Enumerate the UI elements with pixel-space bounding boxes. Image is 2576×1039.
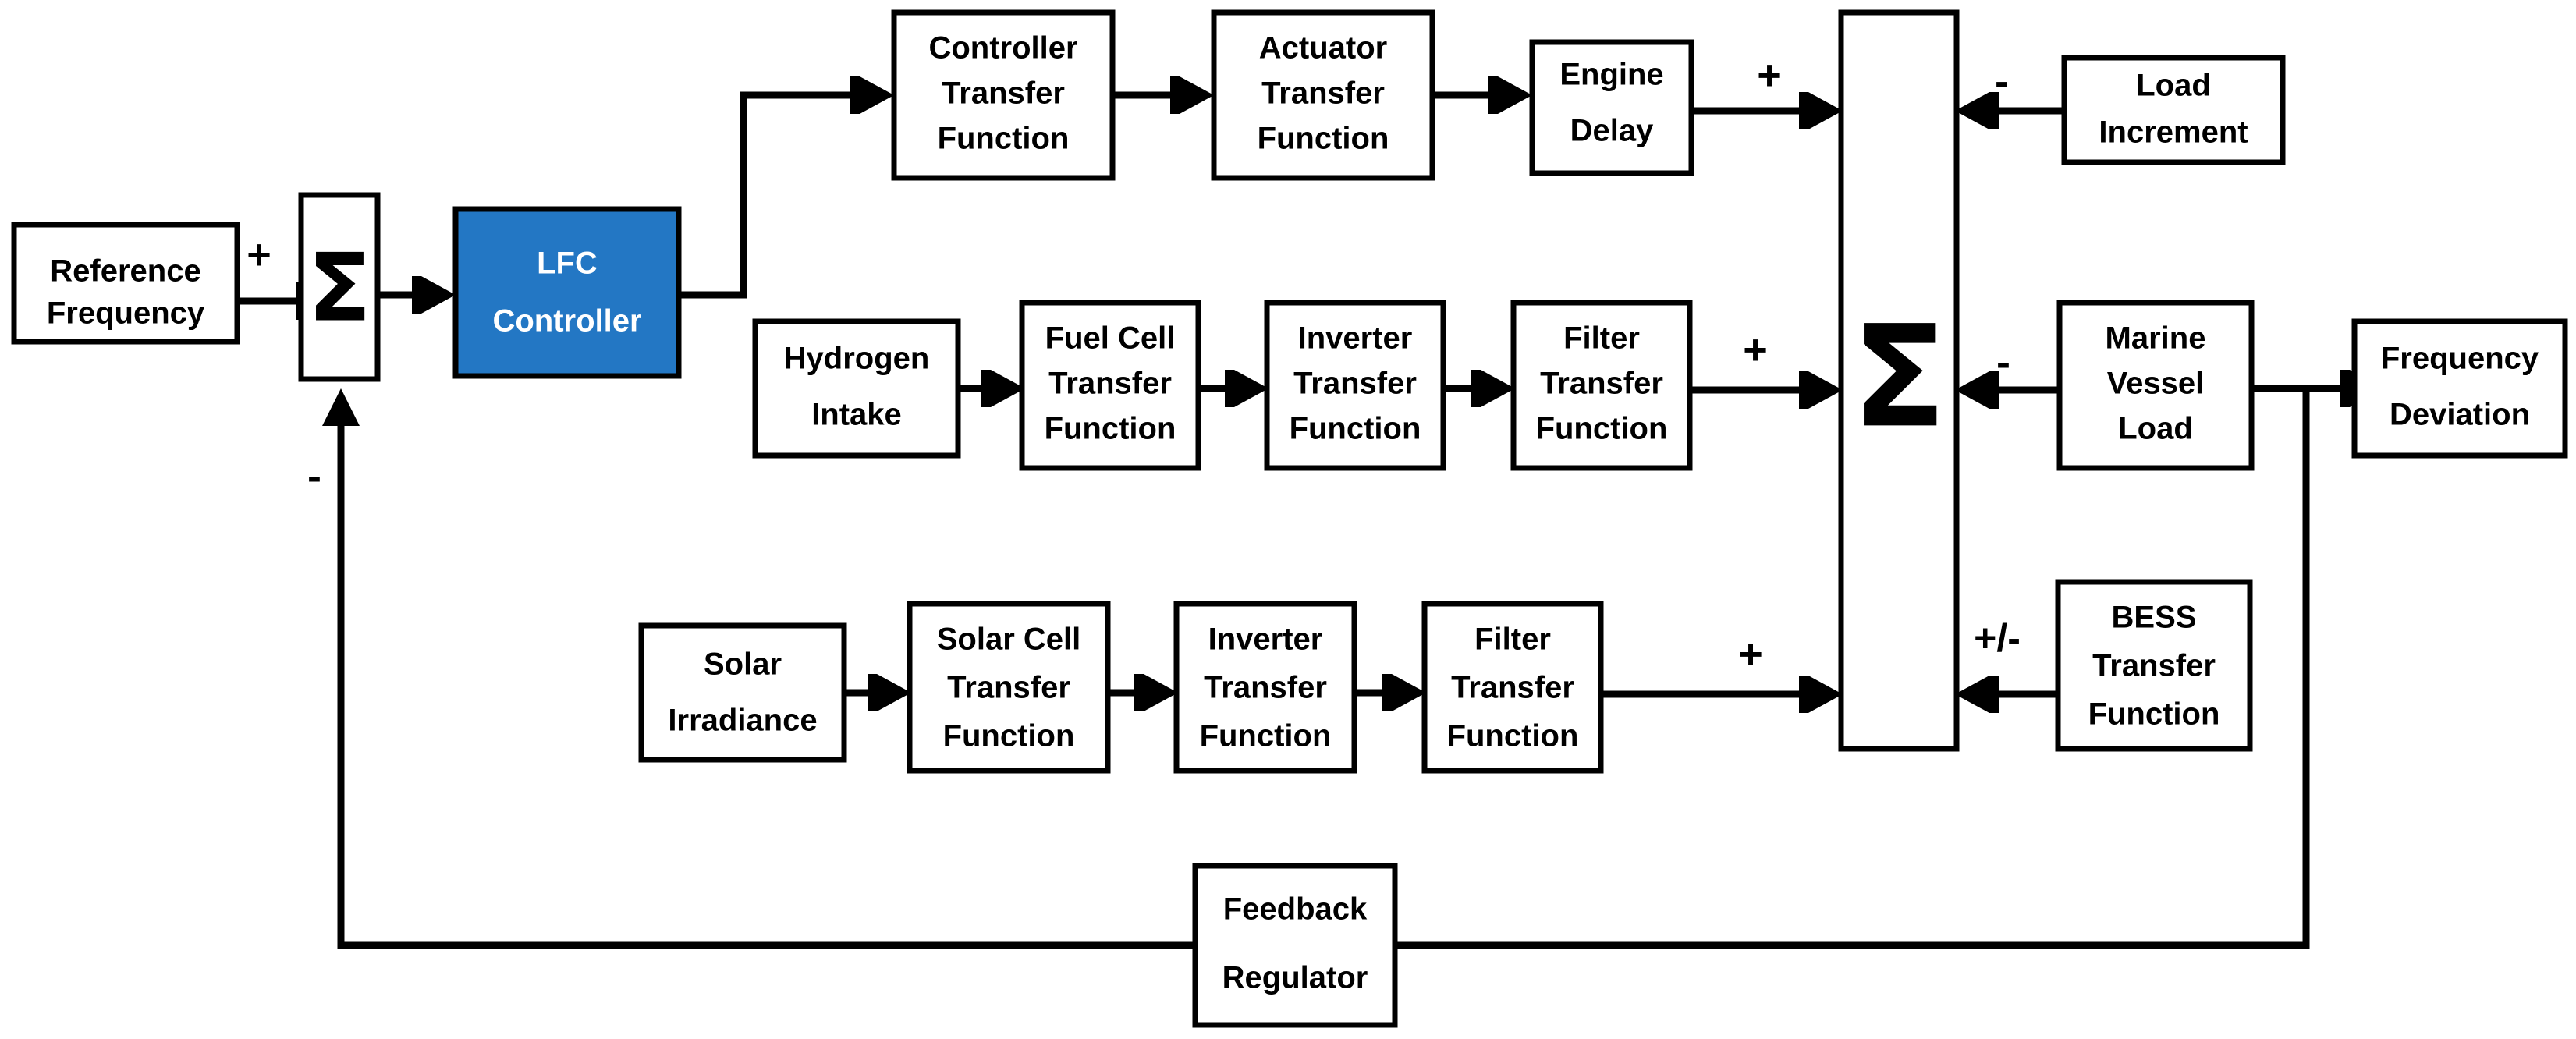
load-increment-label-line1: Load bbox=[2136, 69, 2211, 103]
block-actuator-transfer-function: Actuator Transfer Function bbox=[1211, 9, 1435, 181]
solar-cell-tf-label-line2: Transfer bbox=[947, 671, 1070, 705]
wire-marine-vessel-to-main-sum bbox=[1955, 371, 2061, 409]
filter-tf-bot-label-line1: Filter bbox=[1474, 622, 1551, 657]
wire-bess-to-main-sum bbox=[1955, 676, 2060, 713]
left-summation-sigma: Σ bbox=[307, 235, 371, 343]
block-hydrogen-intake: Hydrogen Intake bbox=[752, 318, 961, 459]
block-marine-vessel-load: Marine Vessel Load bbox=[2056, 300, 2255, 471]
bess-tf-label-line3: Function bbox=[2088, 697, 2220, 732]
inverter-tf-bot-label-line1: Inverter bbox=[1208, 622, 1323, 657]
filter-tf-mid-label-line1: Filter bbox=[1563, 321, 1640, 356]
reference-frequency-label-line1: Reference bbox=[50, 254, 200, 289]
engine-delay-label-line2: Delay bbox=[1570, 114, 1654, 148]
block-left-summation: Σ bbox=[298, 192, 381, 382]
wire-lfc-to-controller-tf bbox=[679, 76, 894, 299]
wire-engine-delay-to-main-sum bbox=[1691, 92, 1843, 129]
block-load-increment: Load Increment bbox=[2061, 55, 2286, 165]
wire-filter-mid-to-main-sum bbox=[1690, 371, 1843, 409]
solar-irradiance-label-line2: Irradiance bbox=[668, 704, 817, 738]
fuel-cell-tf-label-line2: Transfer bbox=[1048, 367, 1172, 401]
inverter-tf-mid-label-line1: Inverter bbox=[1298, 321, 1413, 356]
sign-reference-plus: + bbox=[247, 231, 271, 278]
filter-tf-bot-label-line3: Function bbox=[1447, 719, 1579, 754]
solar-cell-tf-label-line3: Function bbox=[943, 719, 1075, 754]
block-engine-delay: Engine Delay bbox=[1529, 39, 1694, 176]
block-main-summation: Σ bbox=[1838, 9, 1960, 752]
fuel-cell-tf-label-line1: Fuel Cell bbox=[1045, 321, 1176, 356]
reference-frequency-label-line2: Frequency bbox=[47, 296, 205, 331]
filter-tf-mid-label-line2: Transfer bbox=[1540, 367, 1663, 401]
wire-inverter-to-filter-bot bbox=[1354, 674, 1426, 711]
block-solar-cell-transfer-function: Solar Cell Transfer Function bbox=[907, 601, 1111, 774]
main-summation-sigma: Σ bbox=[1851, 296, 1947, 459]
block-controller-transfer-function: Controller Transfer Function bbox=[891, 9, 1116, 181]
marine-vessel-load-label-line3: Load bbox=[2118, 412, 2193, 446]
block-inverter-transfer-function-mid: Inverter Transfer Function bbox=[1264, 300, 1446, 471]
engine-delay-label-line1: Engine bbox=[1559, 58, 1663, 92]
block-fuel-cell-transfer-function: Fuel Cell Transfer Function bbox=[1019, 300, 1201, 471]
inverter-tf-mid-label-line3: Function bbox=[1290, 412, 1421, 446]
sign-feedback-minus: - bbox=[307, 452, 321, 499]
feedback-regulator-label-line1: Feedback bbox=[1223, 892, 1368, 927]
fuel-cell-tf-label-line3: Function bbox=[1045, 412, 1176, 446]
sign-marine-vessel-minus: - bbox=[1996, 339, 2010, 385]
load-increment-label-line2: Increment bbox=[2099, 115, 2248, 150]
wire-fuelcell-to-inverter-mid bbox=[1198, 370, 1268, 407]
controller-tf-label-line2: Transfer bbox=[942, 76, 1065, 111]
block-frequency-deviation: Frequency Deviation bbox=[2351, 318, 2568, 459]
sign-filter-bot-plus: + bbox=[1738, 630, 1763, 677]
lfc-controller-label-line1: LFC bbox=[537, 246, 598, 281]
hydrogen-intake-label-line2: Intake bbox=[811, 398, 902, 432]
inverter-tf-bot-label-line2: Transfer bbox=[1204, 671, 1327, 705]
wire-solarcell-to-inverter-bot bbox=[1108, 674, 1178, 711]
solar-irradiance-label-line1: Solar bbox=[704, 647, 782, 682]
solar-cell-tf-label-line1: Solar Cell bbox=[937, 622, 1081, 657]
feedback-regulator-label-line2: Regulator bbox=[1222, 961, 1368, 995]
block-inverter-transfer-function-bot: Inverter Transfer Function bbox=[1173, 601, 1357, 774]
hydrogen-intake-label-line1: Hydrogen bbox=[784, 342, 930, 376]
block-reference-frequency: Reference Frequency bbox=[11, 222, 240, 345]
wire-load-increment-to-main-sum bbox=[1955, 92, 2064, 129]
lfc-controller-label-line2: Controller bbox=[492, 304, 641, 339]
marine-vessel-load-label-line1: Marine bbox=[2106, 321, 2206, 356]
actuator-tf-label-line1: Actuator bbox=[1259, 31, 1387, 66]
marine-vessel-load-label-line2: Vessel bbox=[2107, 367, 2205, 401]
block-filter-transfer-function-mid: Filter Transfer Function bbox=[1510, 300, 1693, 471]
wire-solar-to-solarcell bbox=[844, 674, 911, 711]
inverter-tf-mid-label-line2: Transfer bbox=[1293, 367, 1417, 401]
wire-hydrogen-to-fuelcell bbox=[958, 370, 1025, 407]
controller-tf-label-line3: Function bbox=[938, 122, 1070, 156]
bess-tf-label-line1: BESS bbox=[2112, 601, 2197, 635]
sign-bess-plusminus: +/- bbox=[1974, 616, 2021, 660]
wire-sum-to-lfc bbox=[378, 276, 456, 314]
sign-engine-branch-plus: + bbox=[1757, 51, 1782, 98]
wire-inverter-to-filter-mid bbox=[1443, 370, 1515, 407]
block-solar-irradiance: Solar Irradiance bbox=[638, 622, 847, 763]
wire-actuator-to-engine-delay bbox=[1432, 76, 1532, 114]
block-filter-transfer-function-bot: Filter Transfer Function bbox=[1421, 601, 1604, 774]
block-bess-transfer-function: BESS Transfer Function bbox=[2055, 579, 2253, 752]
inverter-tf-bot-label-line3: Function bbox=[1200, 719, 1332, 754]
filter-tf-mid-label-line3: Function bbox=[1536, 412, 1668, 446]
block-lfc-controller: LFC Controller bbox=[452, 206, 682, 379]
frequency-deviation-label-line2: Deviation bbox=[2390, 398, 2530, 432]
actuator-tf-label-line2: Transfer bbox=[1261, 76, 1385, 111]
frequency-deviation-label-line1: Frequency bbox=[2381, 342, 2539, 376]
bess-tf-label-line2: Transfer bbox=[2092, 649, 2216, 683]
wire-controller-to-actuator bbox=[1112, 76, 1214, 114]
sign-filter-mid-plus: + bbox=[1743, 326, 1768, 373]
wire-filter-bot-to-main-sum bbox=[1601, 676, 1843, 713]
actuator-tf-label-line3: Function bbox=[1258, 122, 1389, 156]
block-feedback-regulator: Feedback Regulator bbox=[1192, 863, 1398, 1028]
controller-tf-label-line1: Controller bbox=[928, 31, 1077, 66]
filter-tf-bot-label-line2: Transfer bbox=[1451, 671, 1574, 705]
